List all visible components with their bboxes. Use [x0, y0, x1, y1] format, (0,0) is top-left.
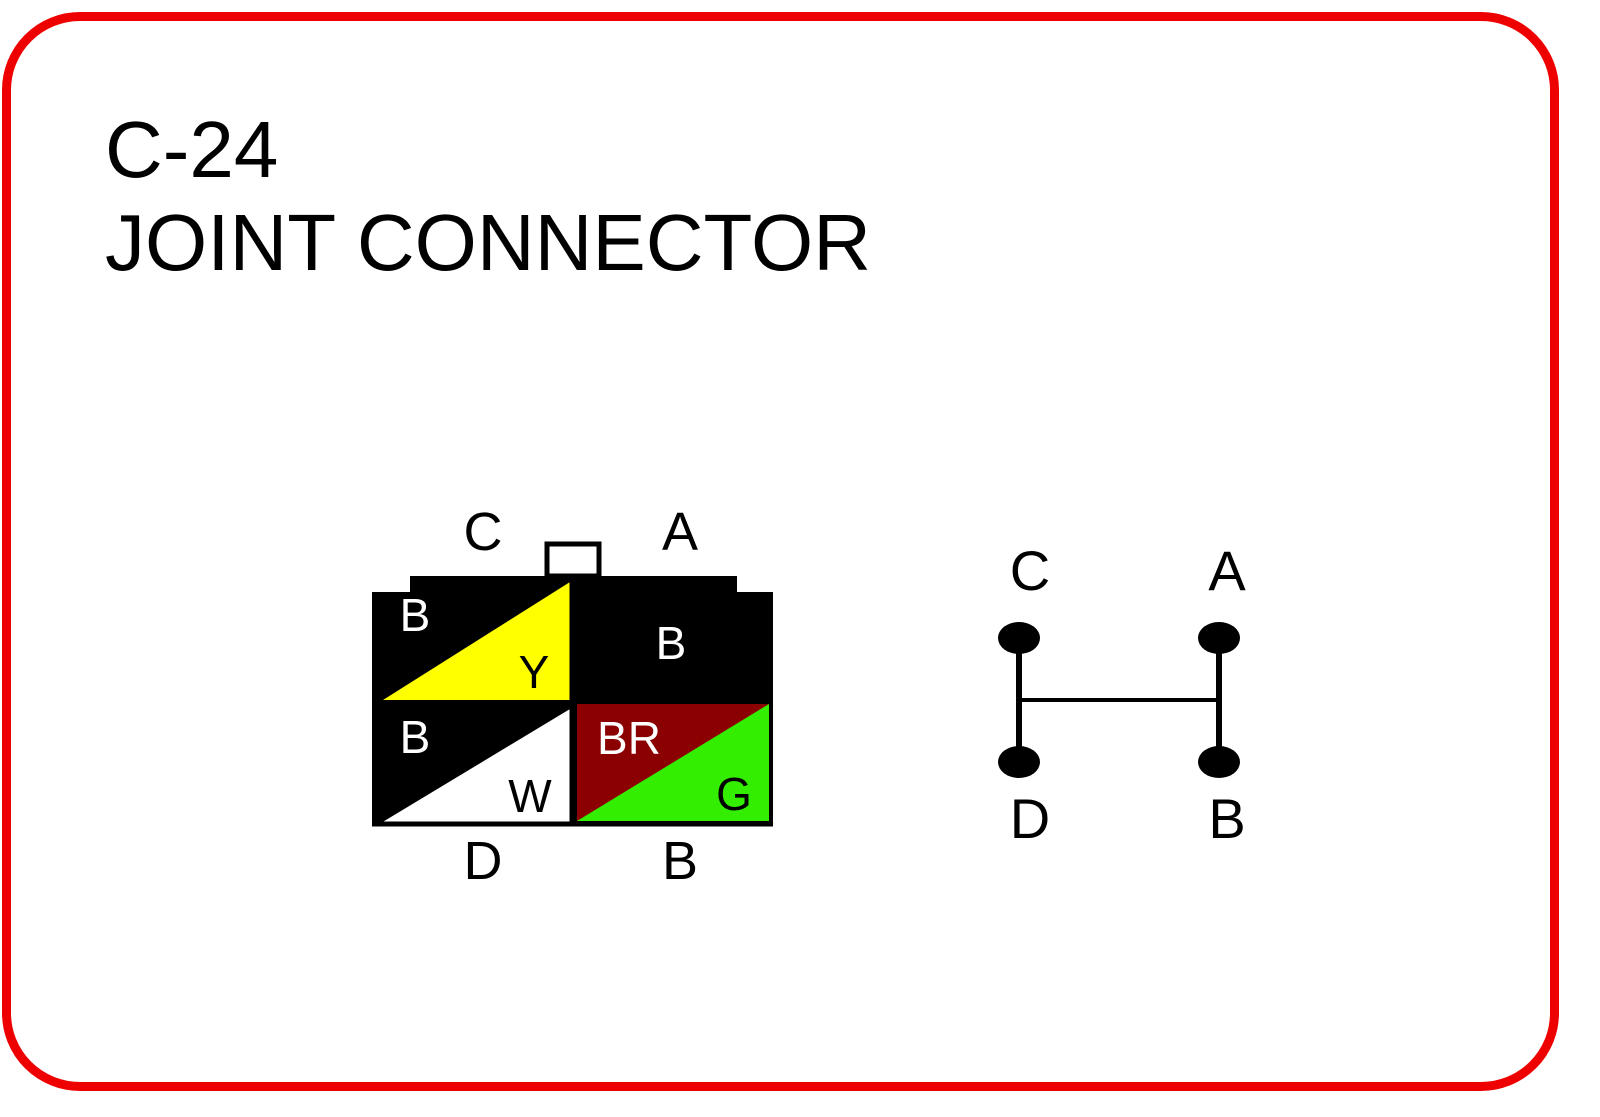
cell-d-stripe-color: W [508, 770, 552, 822]
circuit-terminal-b-dot [1198, 746, 1240, 778]
face-terminal-a: A [662, 502, 698, 562]
circuit-label-d: D [1010, 787, 1050, 850]
circuit-label-c: C [1010, 539, 1050, 602]
circuit-label-a: A [1208, 539, 1246, 602]
circuit-terminal-a-dot [1198, 622, 1240, 654]
connector-code: C-24 [105, 105, 279, 194]
cell-c-stripe-color: Y [519, 646, 550, 698]
cell-c-primary-color: B [400, 589, 431, 641]
circuit-schematic: C A D B [998, 539, 1246, 850]
circuit-label-b: B [1208, 787, 1245, 850]
cell-a-primary-color: B [656, 617, 687, 669]
cell-b-stripe [577, 704, 769, 821]
face-terminal-b: B [662, 831, 698, 891]
circuit-terminal-c-dot [998, 622, 1040, 654]
cell-b-stripe-color: G [716, 768, 752, 820]
cell-c-stripe [383, 582, 570, 700]
cell-d-stripe [381, 709, 570, 823]
face-terminal-c: C [464, 502, 503, 562]
cell-d-primary-color: B [400, 711, 431, 763]
connector-face-view: B Y B B W BR G C A D B [372, 502, 773, 891]
connector-name: JOINT CONNECTOR [105, 198, 871, 287]
circuit-terminal-d-dot [998, 746, 1040, 778]
cell-b-primary-color: BR [597, 712, 661, 764]
locking-tab [544, 541, 602, 579]
connector-frame [2, 12, 1559, 1091]
face-terminal-d: D [464, 831, 503, 891]
